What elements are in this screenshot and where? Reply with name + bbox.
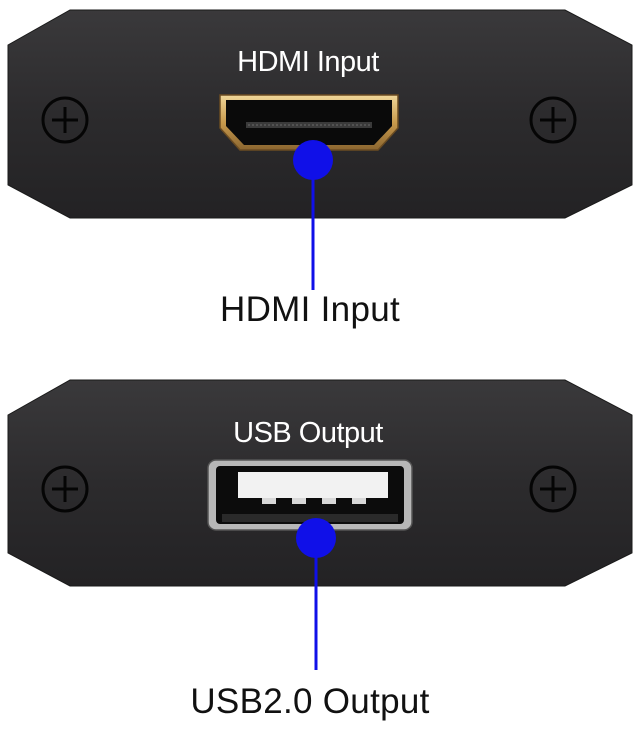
bottom-marker-dot	[296, 518, 336, 558]
screw-icon	[41, 465, 89, 513]
top-callout-label: HDMI Input	[220, 290, 400, 329]
top-panel-label: HDMI Input	[237, 46, 379, 78]
top-marker-dot	[293, 140, 333, 180]
screw-icon	[529, 96, 577, 144]
usb-port-icon	[207, 459, 413, 531]
screw-icon	[41, 96, 89, 144]
screw-icon	[529, 465, 577, 513]
bottom-panel-label: USB Output	[233, 417, 383, 449]
bottom-callout-label: USB2.0 Output	[190, 682, 430, 721]
hdmi-port-icon	[219, 94, 399, 151]
